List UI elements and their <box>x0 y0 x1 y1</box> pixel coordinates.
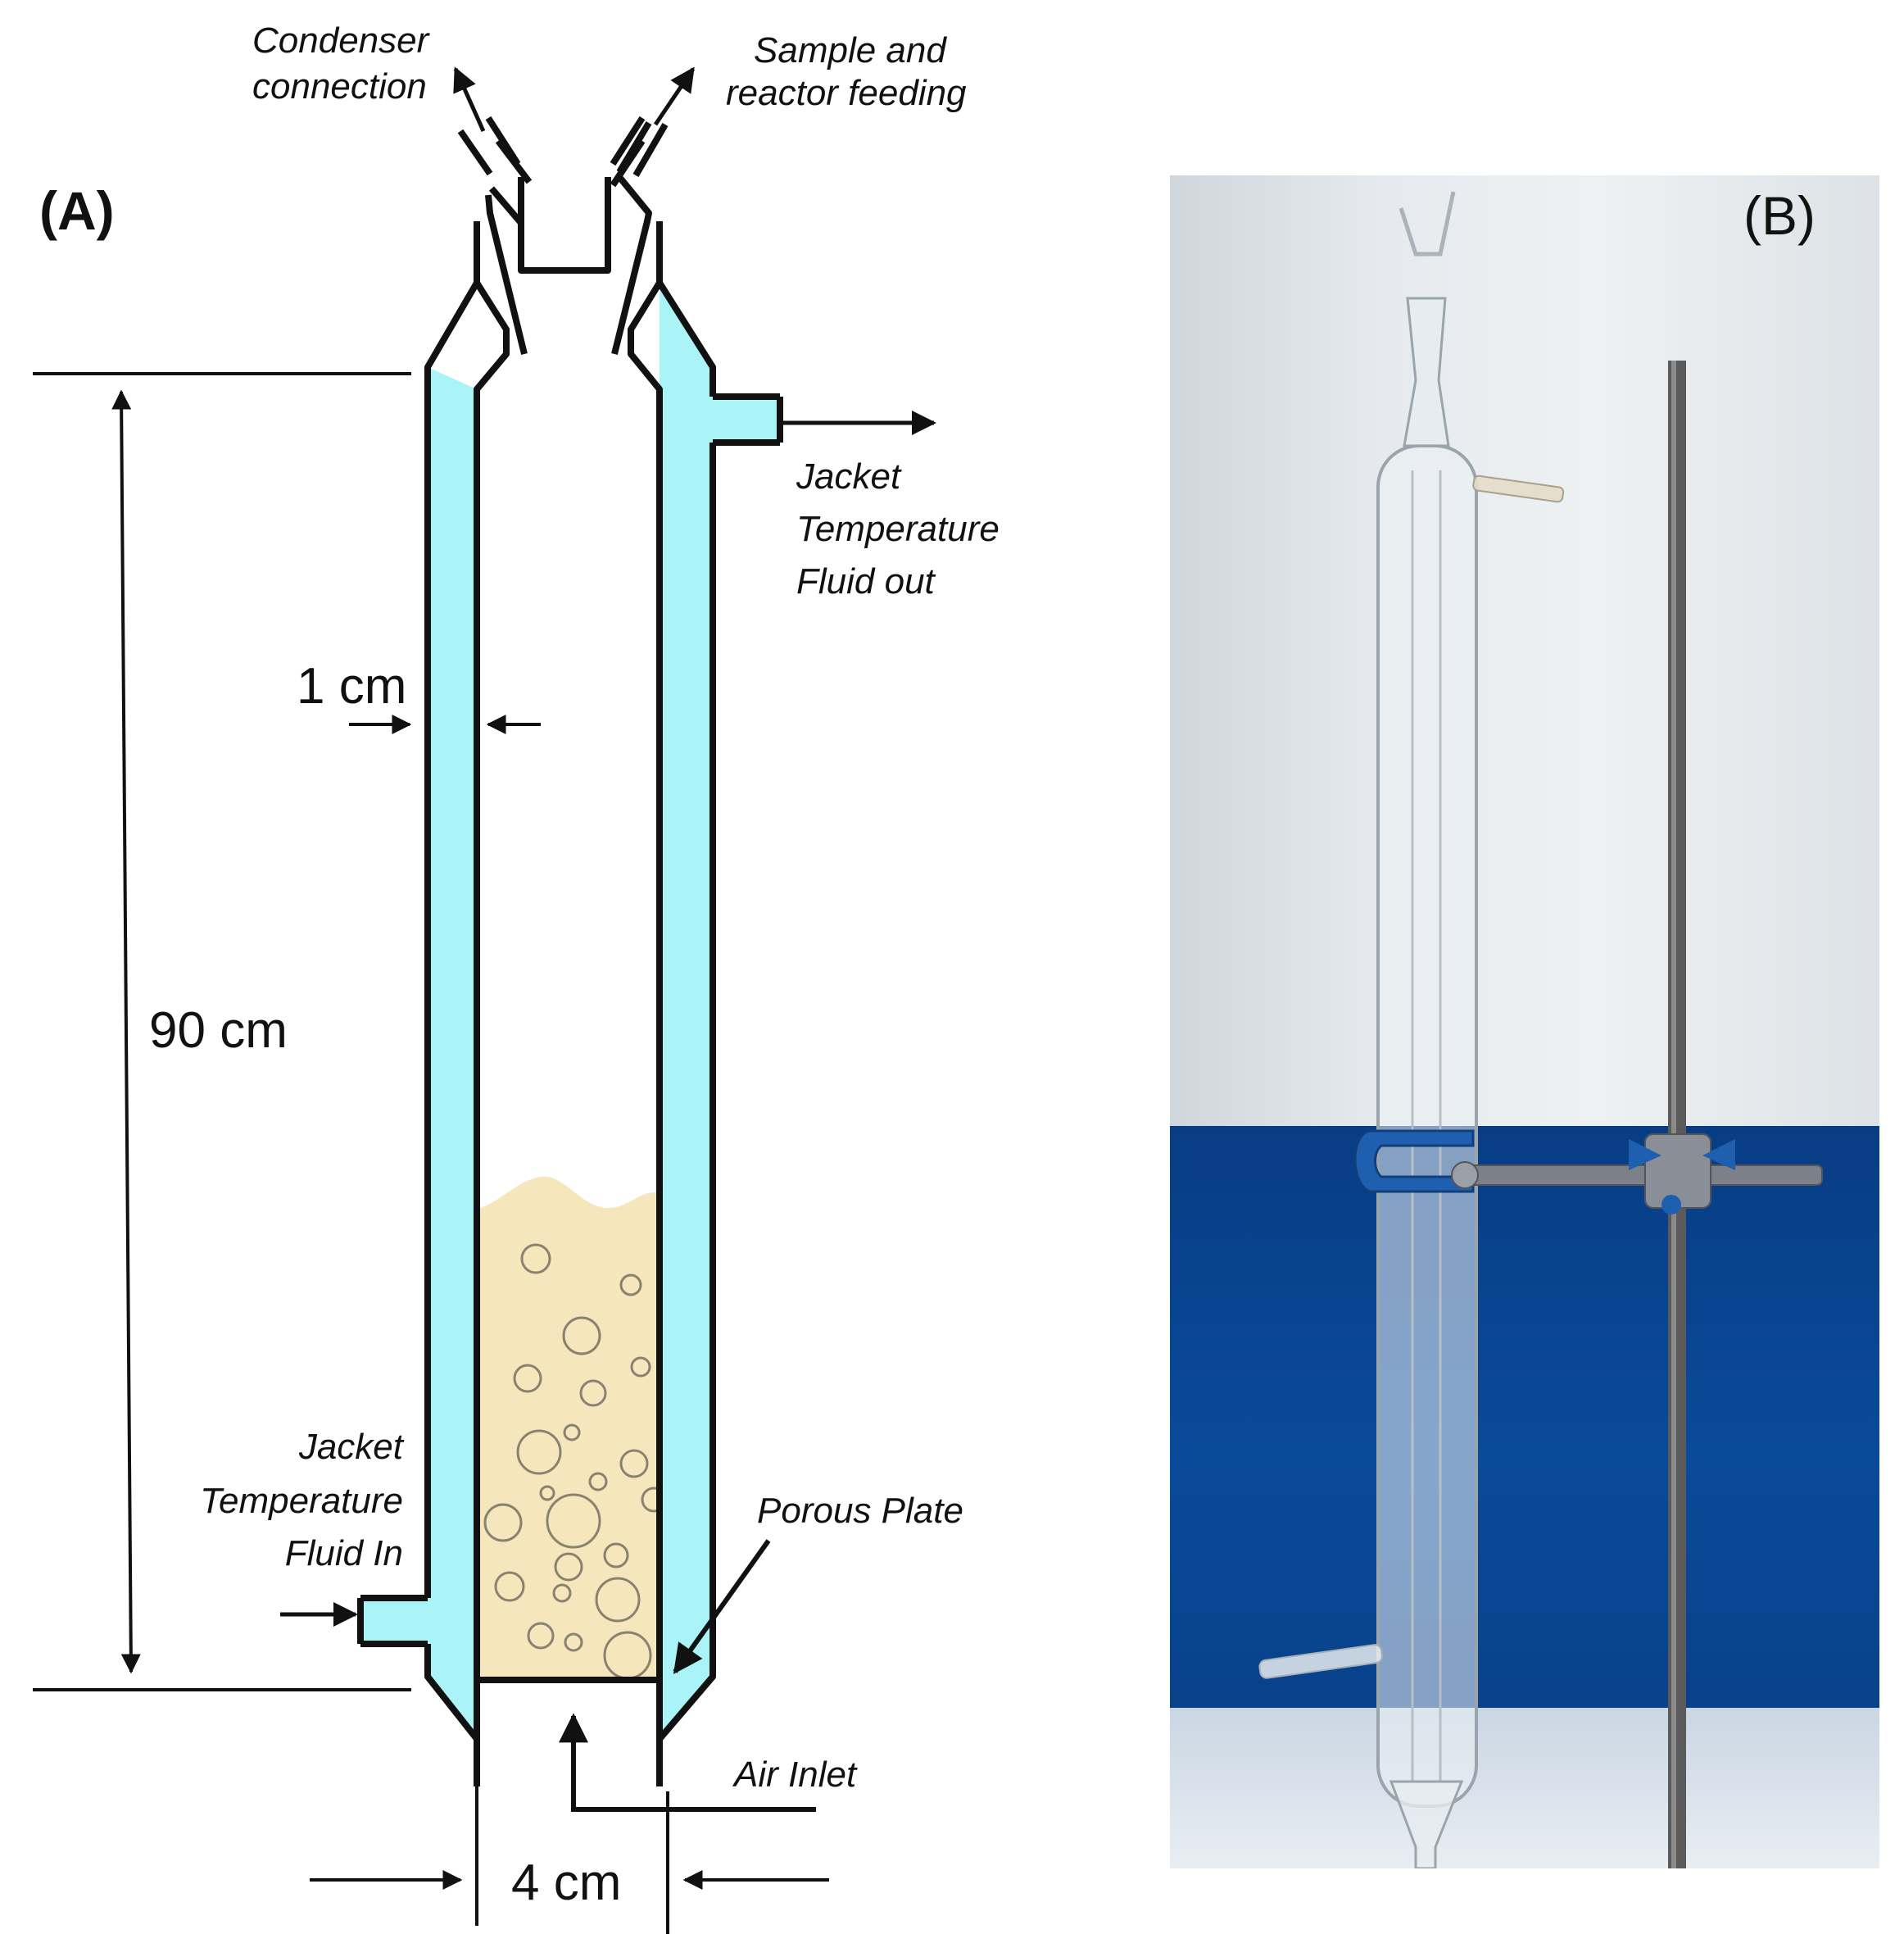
jacket-in-label-line3: Fluid In <box>285 1533 403 1573</box>
neck-arms <box>457 116 669 178</box>
bottom-taper <box>1389 1780 1464 1868</box>
jacket-out-label-line3: Fluid out <box>796 561 936 602</box>
jacket-outlet-stub <box>713 397 780 443</box>
jacket-out-label-line1: Jacket <box>796 456 902 497</box>
jacket-out-label-line2: Temperature <box>796 509 1000 549</box>
diameter-label: 4 cm <box>511 1854 621 1911</box>
boss-clamp <box>1644 1133 1711 1209</box>
sample-label-line1: Sample and <box>754 30 947 70</box>
jacket-in-label-line1: Jacket <box>298 1427 405 1467</box>
porous-plate-arrow <box>673 1539 771 1674</box>
photo-bench <box>1170 1708 1879 1868</box>
reactor-schematic: (A) Condenser connection Sample and reac… <box>33 20 1000 1934</box>
stand-rod <box>1668 361 1686 1868</box>
reactor-photo: (B) <box>1170 175 1879 1868</box>
height-dimension <box>33 372 411 1691</box>
sample-arrow <box>653 66 696 126</box>
panel-a-label: (A) <box>39 180 115 241</box>
lower-side-arm <box>1258 1644 1383 1679</box>
jacket-left <box>428 283 477 1739</box>
diameter-dimension <box>310 1783 829 1934</box>
jacket-inlet-stub <box>360 1598 428 1644</box>
jacket-in-label-line2: Temperature <box>200 1481 403 1521</box>
clamp-bar <box>1464 1164 1823 1186</box>
upper-side-arm <box>1472 474 1565 503</box>
gas-bubbles <box>483 1243 667 1680</box>
glass-column <box>1376 444 1478 1808</box>
photo-apparatus: (B) <box>1258 185 1823 1868</box>
sample-label-line2: reactor feeding <box>726 73 967 113</box>
liquid-bed <box>477 1176 660 1680</box>
wall-thickness-label: 1 cm <box>297 658 406 715</box>
air-inlet-label: Air Inlet <box>732 1755 858 1795</box>
jacket-right <box>660 283 713 1739</box>
height-label: 90 cm <box>149 1002 288 1059</box>
condenser-label-line1: Condenser <box>252 20 431 61</box>
panel-b-label: (B) <box>1743 185 1816 246</box>
condenser-arrow <box>453 66 486 133</box>
photo-wall <box>1170 175 1879 1126</box>
condenser-label-line2: connection <box>252 66 427 107</box>
porous-plate-label: Porous Plate <box>757 1491 963 1531</box>
reactor-outline <box>357 120 783 1786</box>
air-inlet-arrow <box>559 1713 816 1812</box>
top-adapter <box>1403 297 1450 447</box>
